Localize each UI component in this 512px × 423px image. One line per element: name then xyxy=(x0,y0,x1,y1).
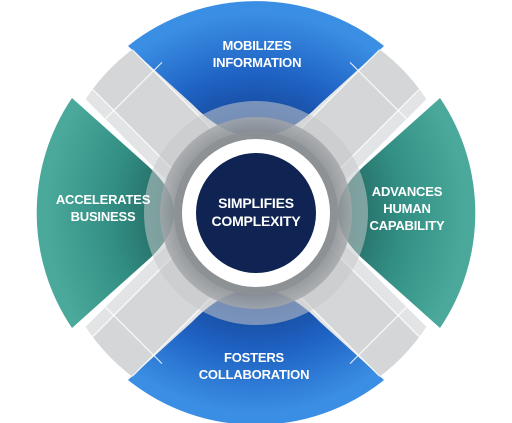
segment-top xyxy=(128,1,384,137)
bottom-label-line1: FOSTERS xyxy=(224,350,285,365)
bottom-label-line2: COLLABORATION xyxy=(199,367,310,382)
right-label-line1: ADVANCES xyxy=(372,184,443,199)
center-label-line2: COMPLEXITY xyxy=(211,213,301,229)
top-label-line1: MOBILIZES xyxy=(223,38,293,53)
center-circle xyxy=(196,153,316,273)
top-label-line2: INFORMATION xyxy=(213,55,302,70)
left-label-line2: BUSINESS xyxy=(71,209,136,224)
right-label-line2: HUMAN xyxy=(383,201,430,216)
segment-bottom xyxy=(128,289,384,423)
segment-right xyxy=(338,98,476,328)
segment-left xyxy=(36,98,175,328)
left-label-line1: ACCELERATES xyxy=(56,192,151,207)
center-label-line1: SIMPLIFIES xyxy=(218,195,294,211)
right-label-line3: CAPABILITY xyxy=(369,218,445,233)
